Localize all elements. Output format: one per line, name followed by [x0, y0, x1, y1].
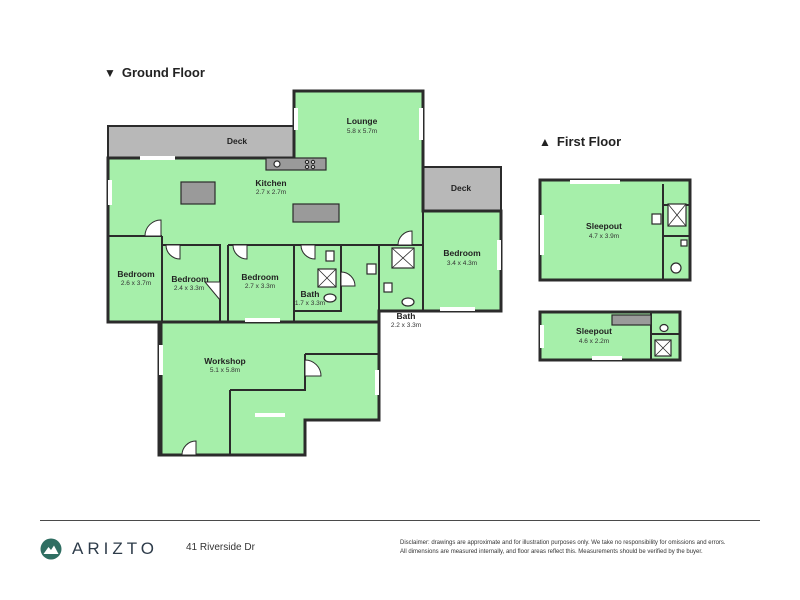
workshop-floor — [161, 322, 379, 455]
bath-2-label: Bath — [397, 311, 416, 321]
bedroom-4-dims: 3.4 x 4.3m — [447, 260, 477, 267]
toilet-icon-4 — [659, 323, 669, 333]
deck-left-label: Deck — [227, 136, 248, 146]
bedroom-1-dims: 2.6 x 3.7m — [121, 280, 151, 287]
basin-icon-2 — [366, 263, 377, 275]
door-swing-6 — [397, 230, 413, 246]
disclaimer: Disclaimer: drawings are approximate and… — [400, 539, 760, 556]
cooktop-icon — [304, 159, 310, 165]
door-swing-3 — [232, 244, 248, 260]
bedroom-3-dims: 2.7 x 3.3m — [245, 283, 275, 290]
bedroom-2-label: Bedroom — [171, 274, 209, 284]
sink-icon — [273, 160, 281, 168]
door-swing — [144, 219, 162, 237]
disclaimer-line-2: All dimensions are measured internally, … — [400, 548, 703, 555]
kitchen-counter — [292, 203, 340, 223]
bedroom-3-label: Bedroom — [241, 272, 279, 282]
workshop-label: Workshop — [204, 356, 245, 366]
sleepout-2-label: Sleepout — [576, 326, 612, 336]
first-floor-title: First Floor — [556, 134, 622, 149]
deck-left — [107, 125, 295, 159]
kitchen-dims: 2.7 x 2.7m — [256, 189, 286, 196]
bath-2-dims: 2.2 x 3.3m — [391, 322, 421, 329]
mountain-circle-icon — [40, 538, 62, 560]
bedroom-2-dims: 2.4 x 3.3m — [174, 285, 204, 292]
bath-1-label: Bath — [301, 289, 320, 299]
bedroom-1-label: Bedroom — [117, 269, 155, 279]
workshop-dims: 5.1 x 5.8m — [210, 367, 240, 374]
ground-floor-title: Ground Floor — [121, 65, 205, 80]
up-arrow-icon: ▲ — [539, 134, 551, 149]
brand-name: ARIZTO — [72, 539, 159, 558]
cooktop-icon-3 — [304, 164, 310, 170]
kitchen-island — [180, 181, 216, 205]
door-swing-7 — [203, 281, 221, 302]
property-address: 41 Riverside Dr — [186, 542, 255, 553]
toilet-icon-2 — [401, 297, 415, 307]
basin-icon — [325, 250, 335, 262]
basin-icon-5 — [680, 239, 688, 247]
sleepout-1-label: Sleepout — [586, 221, 622, 231]
door-swing-2 — [165, 244, 181, 260]
basin-icon-3 — [383, 282, 393, 293]
disclaimer-line-1: Disclaimer: drawings are approximate and… — [400, 540, 726, 546]
bath-1-dims: 1.7 x 3.3m — [295, 300, 325, 307]
basin-icon-4 — [651, 213, 662, 225]
deck-right — [422, 166, 502, 212]
door-swing-4 — [300, 244, 316, 260]
deck-right-label: Deck — [451, 183, 472, 193]
ground-floor-label: ▼ Ground Floor — [104, 65, 205, 80]
first-floor-label: ▲ First Floor — [539, 134, 621, 149]
floor-plan: Deck Deck Lounge 5.8 x 5.7m Kitchen 2.7 … — [106, 89, 692, 457]
kitchen-label: Kitchen — [255, 178, 286, 188]
down-arrow-icon: ▼ — [104, 65, 116, 80]
door-swing-8 — [304, 359, 322, 377]
toilet-icon-3 — [670, 262, 682, 274]
footer-divider — [40, 520, 760, 521]
lounge-dims: 5.8 x 5.7m — [347, 128, 377, 135]
workshop-outline — [159, 320, 381, 457]
bedroom-4-label: Bedroom — [443, 248, 481, 258]
sleepout-2-dims: 4.6 x 2.2m — [579, 338, 609, 345]
sleepout-1-floor — [540, 180, 690, 280]
lounge-label: Lounge — [347, 116, 378, 126]
brand: ARIZTO — [40, 538, 158, 560]
sleepout-bench — [611, 314, 652, 326]
sleepout-1-dims: 4.7 x 3.9m — [589, 233, 619, 240]
cooktop-icon-4 — [310, 164, 316, 170]
door-swing-5 — [340, 271, 356, 287]
cooktop-icon-2 — [310, 159, 316, 165]
door-swing-9 — [181, 440, 197, 456]
toilet-icon — [323, 293, 337, 303]
